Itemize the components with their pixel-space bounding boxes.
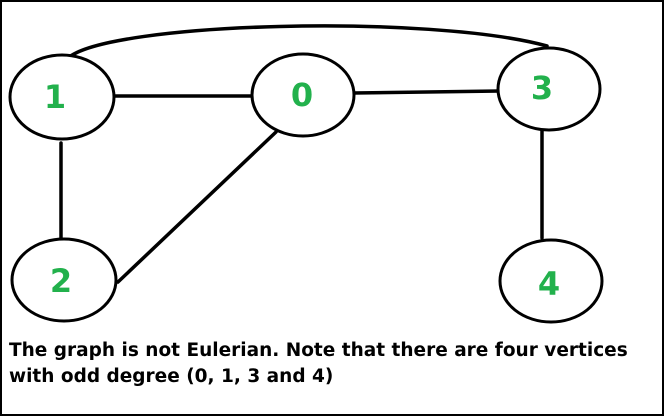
vertex-4-label: 4 [538,265,560,303]
edge-0-2 [116,130,278,284]
vertex-3-label: 3 [531,69,553,107]
vertex-2: 2 [10,237,118,323]
vertex-0-label: 0 [291,76,313,114]
edge-1-3 [66,24,549,60]
vertex-0: 0 [250,52,356,138]
vertex-2-label: 2 [50,262,72,300]
caption-line-1: The graph is not Eulerian. Note that the… [9,340,628,361]
edge-0-3 [352,89,502,95]
vertex-1-label: 1 [44,78,66,116]
caption-line-2: with odd degree (0, 1, 3 and 4) [9,366,334,387]
diagram-caption: The graph is not Eulerian. Note that the… [9,338,654,390]
vertex-1: 1 [8,53,116,141]
vertex-4: 4 [498,238,604,324]
vertex-3: 3 [496,46,602,132]
